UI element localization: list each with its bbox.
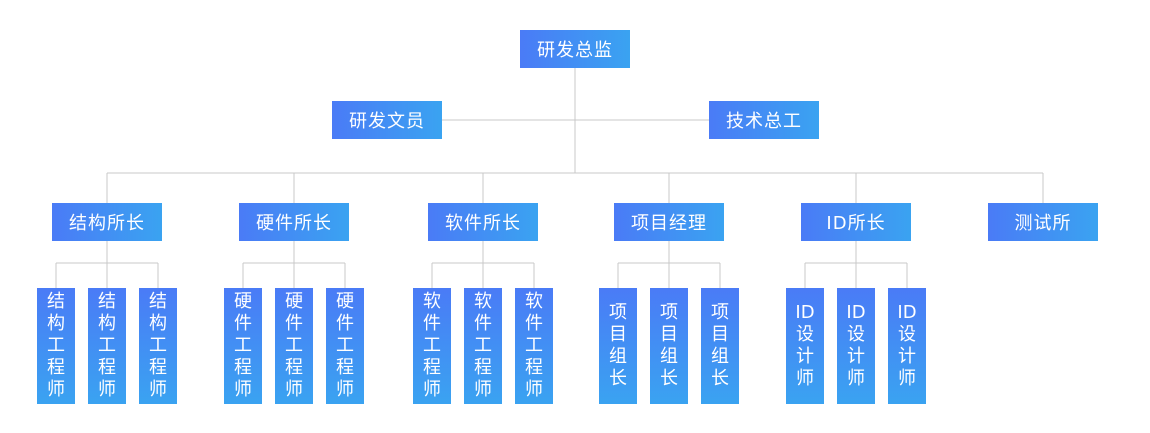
node-leaf: 结构工程师 <box>88 288 126 404</box>
node-staff-right: 技术总工 <box>709 101 819 139</box>
node-department: 结构所长 <box>52 203 162 241</box>
node-leaf: 软件工程师 <box>413 288 451 404</box>
leaf-label: 硬件工程师 <box>284 291 303 400</box>
node-department: 测试所 <box>988 203 1098 241</box>
leaf-label: 项目组长 <box>710 302 729 389</box>
node-leaf: 项目组长 <box>701 288 739 404</box>
leaf-label: 软件工程师 <box>473 291 492 400</box>
leaf-label: 项目组长 <box>659 302 678 389</box>
leaf-label: 结构工程师 <box>97 291 116 400</box>
node-leaf: ID设计师 <box>888 288 926 404</box>
node-leaf: 结构工程师 <box>139 288 177 404</box>
node-staff-left: 研发文员 <box>332 101 442 139</box>
node-root: 研发总监 <box>520 30 630 68</box>
node-leaf: 硬件工程师 <box>326 288 364 404</box>
node-leaf: 结构工程师 <box>37 288 75 404</box>
leaf-label: ID设计师 <box>846 302 866 389</box>
leaf-label: ID设计师 <box>897 302 917 389</box>
node-leaf: ID设计师 <box>837 288 875 404</box>
leaf-label: 硬件工程师 <box>335 291 354 400</box>
leaf-label: 结构工程师 <box>148 291 167 400</box>
node-leaf: 项目组长 <box>650 288 688 404</box>
leaf-label: ID设计师 <box>795 302 815 389</box>
node-department: 硬件所长 <box>239 203 349 241</box>
node-leaf: 硬件工程师 <box>224 288 262 404</box>
leaf-label: 结构工程师 <box>46 291 65 400</box>
node-leaf: 软件工程师 <box>515 288 553 404</box>
leaf-label: 项目组长 <box>608 302 627 389</box>
leaf-label: 软件工程师 <box>524 291 543 400</box>
leaf-label: 软件工程师 <box>422 291 441 400</box>
node-department: ID所长 <box>801 203 911 241</box>
node-leaf: 硬件工程师 <box>275 288 313 404</box>
node-department: 项目经理 <box>614 203 724 241</box>
leaf-label: 硬件工程师 <box>233 291 252 400</box>
node-leaf: 软件工程师 <box>464 288 502 404</box>
node-leaf: 项目组长 <box>599 288 637 404</box>
node-leaf: ID设计师 <box>786 288 824 404</box>
node-department: 软件所长 <box>428 203 538 241</box>
